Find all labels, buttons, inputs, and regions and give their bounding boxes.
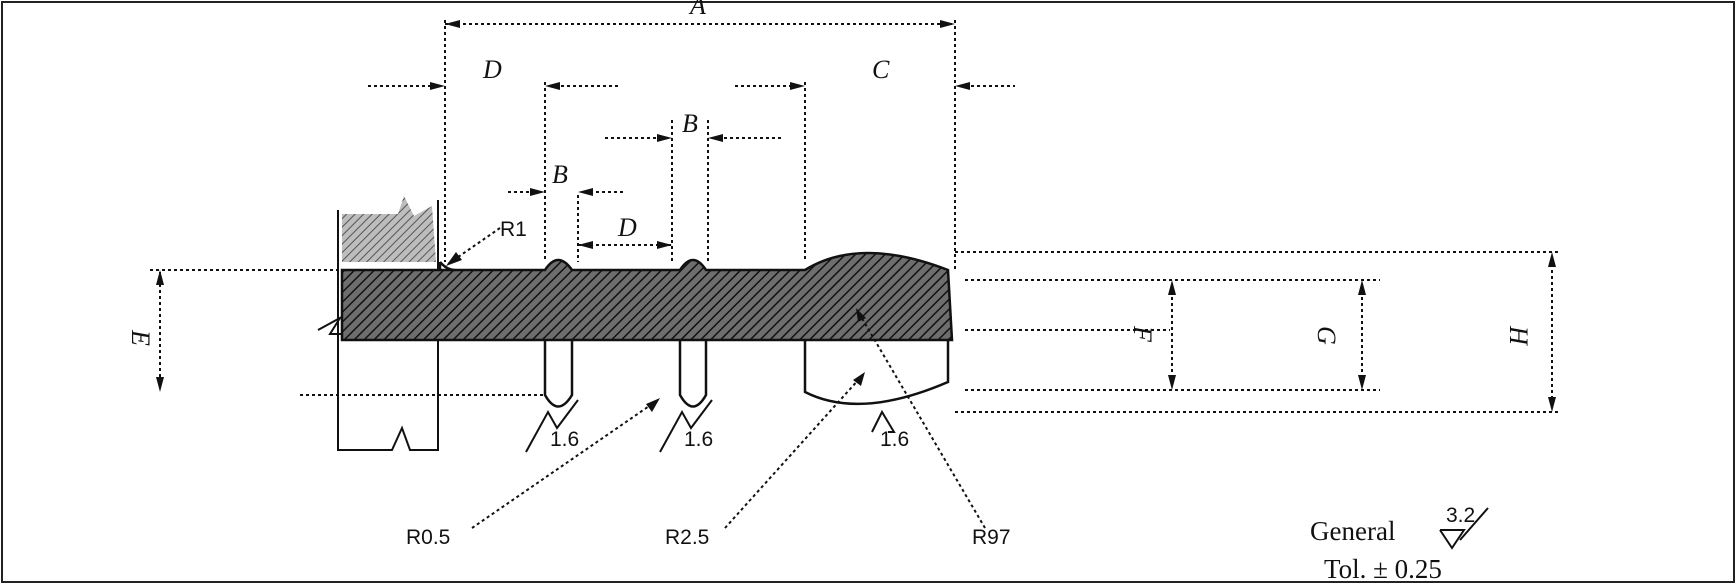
tolerance-note: Tol. ± 0.25	[1324, 554, 1442, 584]
dim-label-A: A	[688, 0, 706, 20]
dim-label-D-upper: D	[482, 55, 502, 84]
radius-note-R2.5: R2.5	[665, 526, 709, 549]
extension-lines	[150, 20, 1560, 413]
finish-symbol-icon	[1439, 507, 1489, 550]
dim-label-B-lower: B	[552, 160, 568, 189]
finish-value-3: 1.6	[880, 428, 909, 451]
dim-label-D-lower: D	[617, 213, 637, 242]
radius-leaders	[446, 227, 986, 529]
dim-label-G: G	[1312, 326, 1341, 345]
dim-label-B-upper: B	[682, 109, 698, 138]
radius-note-R1: R1	[500, 218, 527, 241]
finish-value-1: 1.6	[550, 428, 579, 451]
lower-outline	[543, 340, 950, 408]
shaft-body	[340, 251, 954, 342]
dim-label-H: H	[1504, 325, 1533, 346]
finish-value-2: 1.6	[684, 428, 713, 451]
radius-note-R97: R97	[972, 526, 1011, 549]
dim-label-E: E	[126, 329, 155, 346]
radius-note-R0.5: R0.5	[406, 526, 450, 549]
general-note-finish-value: 3.2	[1446, 504, 1475, 527]
dim-label-C: C	[872, 55, 890, 84]
dim-label-F: F	[1128, 325, 1157, 343]
surface-finish-symbols	[525, 399, 896, 453]
general-note-text: General	[1310, 516, 1395, 546]
dimension-lines	[156, 20, 1556, 412]
